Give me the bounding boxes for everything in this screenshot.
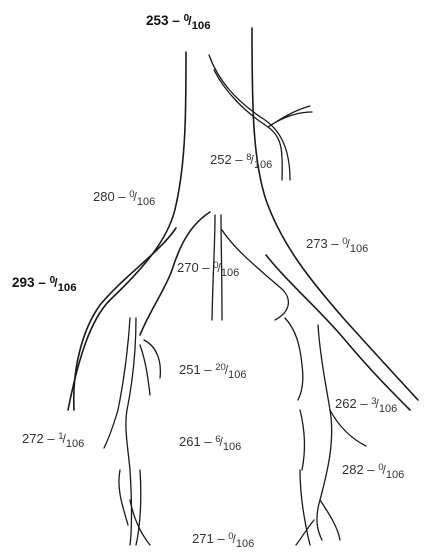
label-lower-center: 251 – 20/106	[179, 363, 247, 377]
right-arm-outer	[266, 255, 410, 410]
lower-left-vessel-d	[119, 470, 141, 545]
label-lower-left: 272 – 1/106	[22, 432, 84, 446]
label-far-left: 293 – 0/106	[12, 276, 77, 290]
left-arm-outer	[74, 228, 176, 410]
label-upper-left: 280 – 0/106	[93, 190, 155, 204]
label-top: 253 – 0/106	[146, 14, 211, 28]
main-trunk-right-wall	[252, 28, 418, 400]
upper-side-vessel-branch	[268, 106, 312, 127]
label-bottom-right: 282 – 0/106	[342, 463, 404, 477]
label-bottom-center: 261 – 6/106	[179, 435, 241, 449]
right-arm-inner	[285, 318, 303, 400]
label-bottom: 271 – 0/106	[192, 532, 254, 546]
label-mid-right: 273 – 0/106	[306, 237, 368, 251]
label-center: 270 – 0/106	[177, 261, 239, 275]
label-lower-right: 262 – 3/106	[335, 397, 397, 411]
lower-right-vessel-b	[300, 410, 366, 470]
bottom-vessel-right	[300, 470, 310, 545]
label-upper-right: 252 – 8/106	[210, 153, 272, 167]
lower-left-vessel-c	[140, 340, 160, 395]
